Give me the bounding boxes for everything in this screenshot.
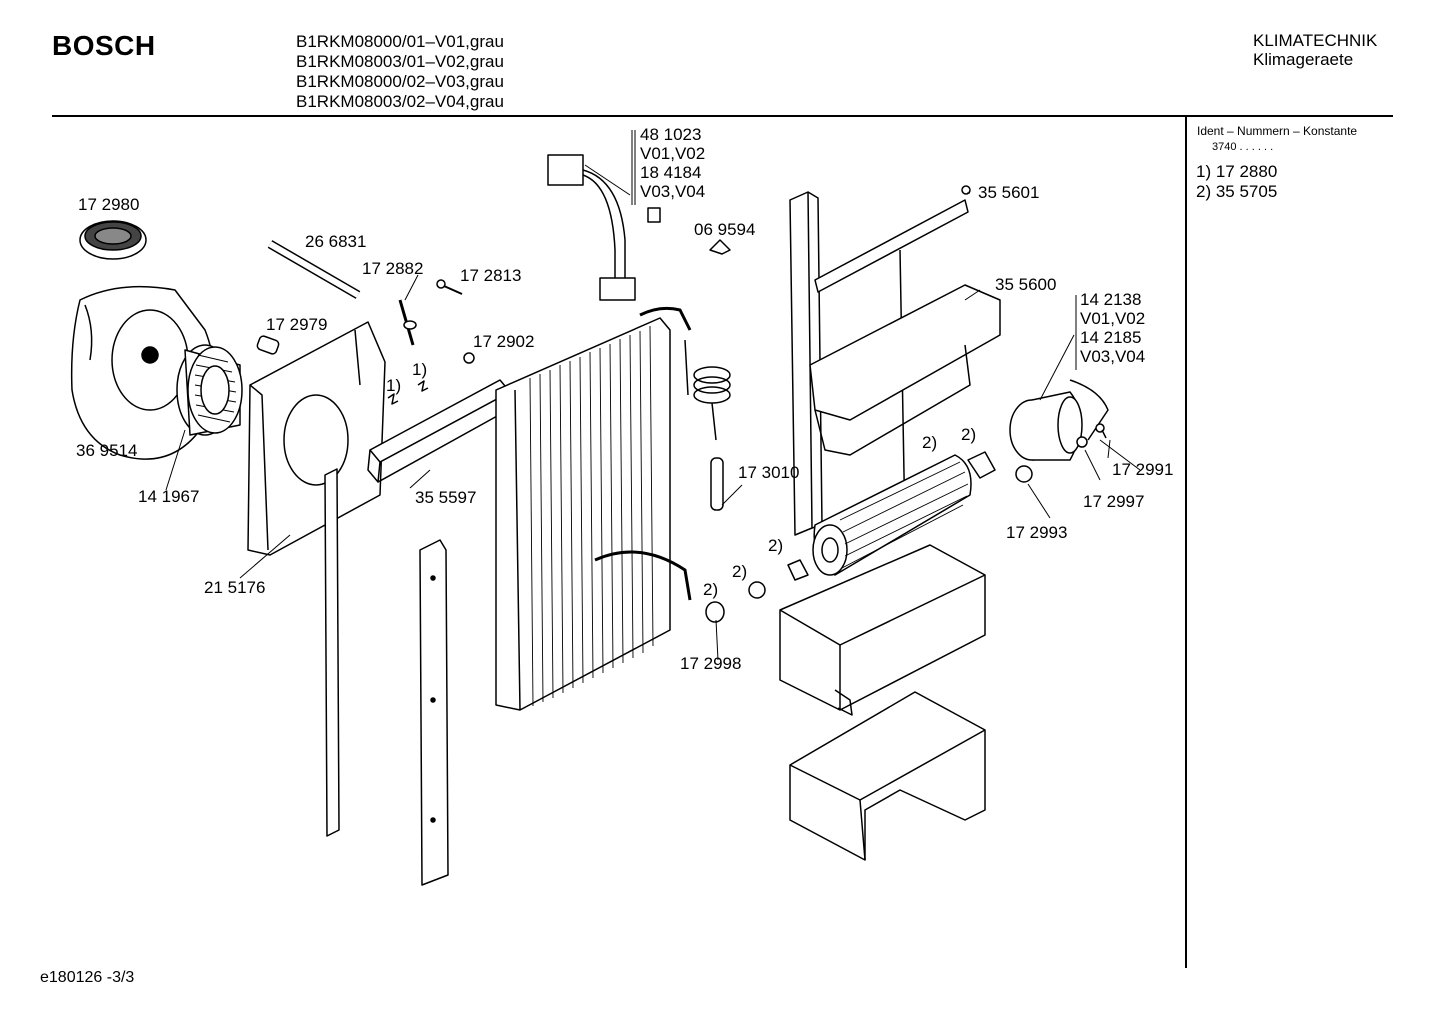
sidebar-note-2: 2) 35 5705 xyxy=(1196,182,1278,201)
louver-housing xyxy=(809,284,1001,456)
motor-block-line: V01,V02 xyxy=(1080,309,1146,328)
part-label: 36 9514 xyxy=(76,441,138,460)
wire-block-line: V01,V02 xyxy=(640,144,706,163)
part-label: 14 1967 xyxy=(138,487,200,506)
bearing-pieces xyxy=(705,559,809,623)
sidebar-note-1: 1) 17 2880 xyxy=(1196,162,1278,181)
note-marker: 2) xyxy=(732,562,748,581)
motor-block-line: V03,V04 xyxy=(1080,347,1146,366)
part-label: 17 2902 xyxy=(473,332,535,351)
screw xyxy=(436,279,463,295)
clamp xyxy=(709,239,731,255)
note-marker: 2) xyxy=(703,580,719,599)
note-marker: 2) xyxy=(922,433,938,452)
drain-tray xyxy=(367,379,511,483)
motor-screw xyxy=(1095,423,1107,439)
o-ring xyxy=(463,352,475,364)
part-label: 17 2991 xyxy=(1112,460,1174,479)
motor-block-line: 14 2185 xyxy=(1080,328,1142,347)
category-title: KLIMATECHNIK xyxy=(1253,31,1378,50)
note-marker: 1) xyxy=(412,360,428,379)
fan-mounting-plate xyxy=(247,321,386,556)
wire-harness xyxy=(547,154,661,301)
note-marker: 2) xyxy=(768,536,784,555)
part-label: 17 2997 xyxy=(1083,492,1145,511)
filter-disc xyxy=(79,220,147,260)
clips xyxy=(387,380,429,405)
part-label: 17 3010 xyxy=(738,463,800,482)
model-line-4: B1RKM08003/02–V04,grau xyxy=(296,92,504,111)
part-label: 17 2813 xyxy=(460,266,522,285)
part-label: 17 2882 xyxy=(362,259,424,278)
brand-logo: BOSCH xyxy=(52,30,156,61)
fan-bearing xyxy=(967,451,996,479)
model-line-3: B1RKM08000/02–V03,grau xyxy=(296,72,504,91)
support-bar-left xyxy=(324,468,340,837)
part-label: 17 2998 xyxy=(680,654,742,673)
model-line-1: B1RKM08000/01–V01,grau xyxy=(296,32,504,51)
leader-lines xyxy=(165,130,1141,661)
capillary-coil xyxy=(684,339,731,441)
blower-wheel xyxy=(176,344,243,436)
part-label: 35 5600 xyxy=(995,275,1057,294)
part-label: 21 5176 xyxy=(204,578,266,597)
part-label: 35 5597 xyxy=(415,488,477,507)
cross-flow-fan xyxy=(812,454,972,576)
part-label: 17 2993 xyxy=(1006,523,1068,542)
shaft-pin xyxy=(398,299,417,346)
part-label: 06 9594 xyxy=(694,220,756,239)
wire-block-line: 48 1023 xyxy=(640,125,702,144)
note-marker: 2) xyxy=(961,425,977,444)
sidebar-title: Ident – Nummern – Konstante xyxy=(1197,124,1358,138)
motor-block-line: 14 2138 xyxy=(1080,290,1142,309)
part-label: 17 2979 xyxy=(266,315,328,334)
rod xyxy=(267,240,361,299)
angle-bar xyxy=(419,539,449,886)
bushing xyxy=(1015,465,1033,483)
wire-block-line: V03,V04 xyxy=(640,182,706,201)
blower-housing xyxy=(70,285,215,460)
document-code: e180126 -3/3 xyxy=(40,969,135,986)
part-label: 26 6831 xyxy=(305,232,367,251)
support-stand xyxy=(789,691,986,861)
part-label: 17 2980 xyxy=(78,195,140,214)
evaporator-coil xyxy=(495,306,692,711)
sidebar-constant: 3740 . . . . . . xyxy=(1212,141,1274,153)
base-tray xyxy=(779,544,986,716)
model-line-2: B1RKM08003/01–V02,grau xyxy=(296,52,504,71)
fan-motor xyxy=(1009,379,1109,461)
subcategory-title: Klimageraete xyxy=(1253,50,1354,69)
filter-drier xyxy=(710,457,724,511)
part-label: 35 5601 xyxy=(978,183,1040,202)
wire-block-line: 18 4184 xyxy=(640,163,702,182)
capacitor xyxy=(256,335,280,355)
note-marker: 1) xyxy=(386,376,402,395)
